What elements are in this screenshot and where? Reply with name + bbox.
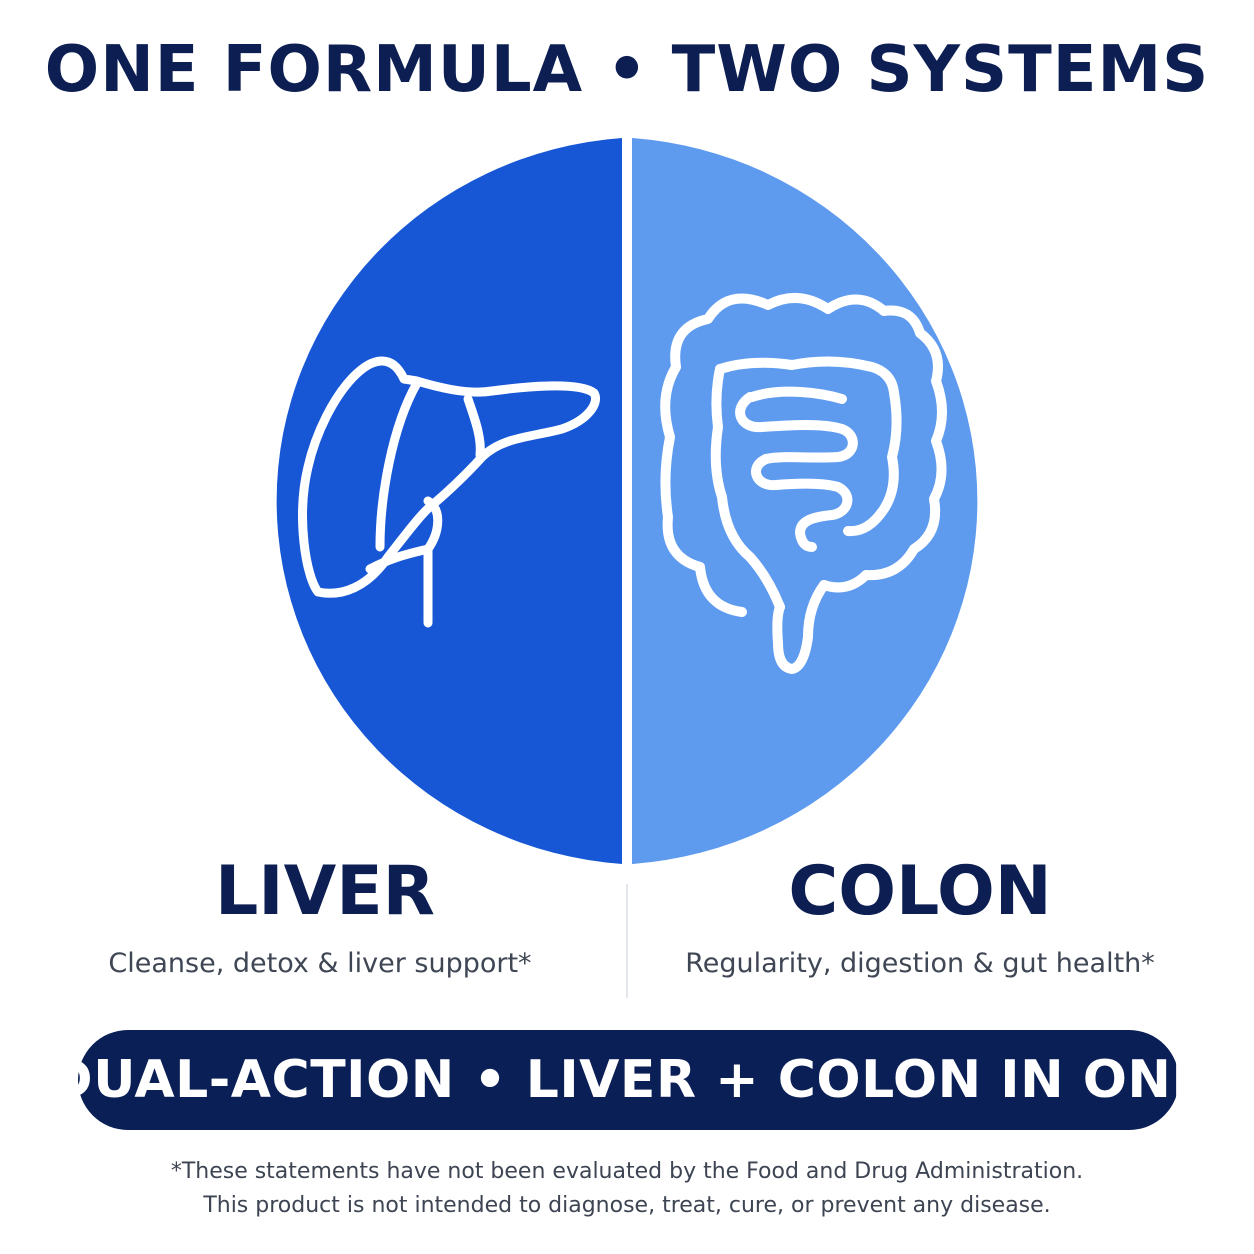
- colon-title: COLON: [788, 852, 1052, 931]
- colon-icon: [660, 292, 947, 674]
- column-divider: [626, 884, 628, 998]
- split-circle-graphic: [252, 137, 1002, 867]
- liver-half-circle: [276, 138, 622, 864]
- colon-half-circle: [632, 138, 978, 864]
- fda-disclaimer: *These statements have not been evaluate…: [0, 1155, 1254, 1223]
- liver-title: LIVER: [214, 852, 436, 931]
- dual-action-banner: DUAL-ACTION • LIVER + COLON IN ONE: [50, 1030, 1207, 1130]
- headline: ONE FORMULA • TWO SYSTEMS: [44, 33, 1210, 107]
- banner-text: DUAL-ACTION • LIVER + COLON IN ONE: [49, 1050, 1208, 1110]
- liver-description: Cleanse, detox & liver support*: [108, 948, 532, 979]
- colon-description: Regularity, digestion & gut health*: [685, 948, 1155, 979]
- disclaimer-line-2: This product is not intended to diagnose…: [203, 1193, 1051, 1218]
- liver-icon: [298, 356, 600, 628]
- disclaimer-line-1: *These statements have not been evaluate…: [170, 1159, 1084, 1184]
